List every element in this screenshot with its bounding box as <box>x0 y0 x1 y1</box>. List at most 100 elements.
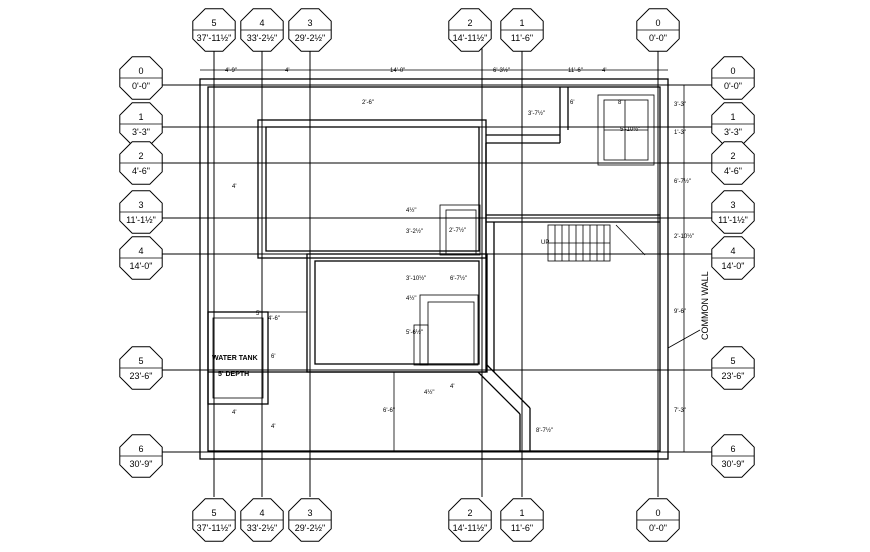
grid-bubble-top-1-number: 1 <box>519 18 524 28</box>
grid-bubbles: 537'-11½"433'-2½"329'-2½"214'-11½"111'-6… <box>119 8 755 542</box>
grid-bubble-right-2: 24'-6" <box>711 141 755 185</box>
grid-bubble-top-5-dimension: 37'-11½" <box>197 33 232 43</box>
water-tank: WATER TANK 5' DEPTH <box>207 311 269 405</box>
grid-bubble-bottom-4-number: 4 <box>259 508 264 518</box>
svg-text:6'-6": 6'-6" <box>383 408 395 414</box>
svg-text:5'-6½": 5'-6½" <box>406 329 423 336</box>
svg-text:6'-7½": 6'-7½" <box>450 275 467 282</box>
grid-bubble-right-3-number: 3 <box>730 200 735 210</box>
grid-bubble-top-4: 433'-2½" <box>240 8 284 52</box>
grid-bubble-top-1-dimension: 11'-6" <box>511 33 533 43</box>
grid-bubble-left-6-dimension: 30'-9" <box>130 459 153 469</box>
svg-text:1'-3": 1'-3" <box>674 130 686 136</box>
grid-bubble-bottom-1-dimension: 11'-6" <box>511 523 533 533</box>
grid-bubble-bottom-2-dimension: 14'-11½" <box>453 523 488 533</box>
grid-bubble-top-3: 329'-2½" <box>288 8 332 52</box>
depth-label: 5' DEPTH <box>218 371 249 378</box>
grid-bubble-right-2-dimension: 4'-6" <box>724 166 742 176</box>
grid-bubble-top-0-number: 0 <box>655 18 660 28</box>
grid-bubble-top-2-dimension: 14'-11½" <box>453 33 488 43</box>
grid-bubble-right-4-number: 4 <box>730 246 735 256</box>
grid-bubble-bottom-5: 5 37'-11½" <box>192 498 236 542</box>
grid-bubble-top-5: 5 37'-11½" <box>192 8 236 52</box>
grid-bubble-bottom-5-number: 5 <box>211 508 216 518</box>
grid-bubble-right-3-dimension: 11'-1½" <box>718 215 748 225</box>
grid-bubble-left-2-dimension: 4'-6" <box>132 166 150 176</box>
grid-bubble-left-0: 00'-0" <box>119 56 163 100</box>
svg-text:7'-3": 7'-3" <box>674 408 686 414</box>
water-tank-label: WATER TANK <box>212 355 258 362</box>
grid-bubble-left-5: 5 23'-6" <box>119 346 163 390</box>
gridlines <box>160 43 715 497</box>
top-dimension: 4'-9" 4' 14'-0" 6'-3½" 11'-6" 4' <box>200 67 668 74</box>
grid-bubble-left-1-number: 1 <box>138 112 143 122</box>
grid-bubble-bottom-4-dimension: 33'-2½" <box>247 523 277 533</box>
grid-bubble-bottom-3-dimension: 29'-2½" <box>295 523 325 533</box>
grid-bubble-left-4: 414'-0" <box>119 236 163 280</box>
grid-bubble-bottom-2: 2 14'-11½" <box>448 498 492 542</box>
grid-bubble-bottom-0-number: 0 <box>655 508 660 518</box>
grid-bubble-left-3-dimension: 11'-1½" <box>126 215 156 225</box>
grid-bubble-left-2-number: 2 <box>138 151 143 161</box>
svg-text:3'-10½": 3'-10½" <box>406 275 426 282</box>
grid-bubble-bottom-5-dimension: 37'-11½" <box>197 523 232 533</box>
grid-bubble-right-1-number: 1 <box>730 112 735 122</box>
common-wall: COMMON WALL <box>667 85 710 452</box>
svg-text:4'-9": 4'-9" <box>225 68 237 74</box>
svg-text:3'-2½": 3'-2½" <box>406 228 423 235</box>
svg-text:2'-10½": 2'-10½" <box>674 233 694 240</box>
staircase: UP <box>541 224 646 262</box>
grid-bubble-top-2-number: 2 <box>467 18 472 28</box>
grid-bubble-right-6: 6 30'-9" <box>711 434 755 478</box>
svg-text:11'-6": 11'-6" <box>568 68 583 74</box>
svg-text:4': 4' <box>271 424 275 430</box>
svg-text:2'-7½": 2'-7½" <box>449 227 466 234</box>
grid-bubble-left-5-dimension: 23'-6" <box>130 371 153 381</box>
grid-bubble-bottom-1-number: 1 <box>519 508 524 518</box>
svg-text:8'-7½": 8'-7½" <box>536 427 553 434</box>
grid-bubble-left-2: 2 4'-6" <box>119 141 163 185</box>
svg-text:4': 4' <box>232 410 236 416</box>
svg-text:4'-6": 4'-6" <box>268 316 280 322</box>
grid-bubble-top-4-number: 4 <box>259 18 264 28</box>
grid-bubble-bottom-2-number: 2 <box>467 508 472 518</box>
svg-text:5'-10½": 5'-10½" <box>620 126 640 133</box>
grid-bubble-right-5-dimension: 23'-6" <box>722 371 745 381</box>
grid-bubble-left-1-dimension: 3'-3" <box>132 127 150 137</box>
grid-bubble-right-6-number: 6 <box>730 444 735 454</box>
grid-bubble-left-3-number: 3 <box>138 200 143 210</box>
svg-text:2'-6": 2'-6" <box>362 100 374 106</box>
grid-bubble-bottom-3: 3 29'-2½" <box>288 498 332 542</box>
grid-bubble-right-4-dimension: 14'-0" <box>722 261 745 271</box>
grid-bubble-right-1: 1 3'-3" <box>711 102 755 146</box>
svg-text:4½": 4½" <box>424 389 434 396</box>
grid-bubble-bottom-0-dimension: 0'-0" <box>649 523 667 533</box>
svg-text:6'-7½": 6'-7½" <box>674 178 691 185</box>
grid-bubble-left-4-dimension: 14'-0" <box>130 261 153 271</box>
grid-bubble-left-6: 630'-9" <box>119 434 163 478</box>
svg-text:5': 5' <box>256 311 260 317</box>
common-wall-label: COMMON WALL <box>700 271 710 340</box>
grid-bubble-right-1-dimension: 3'-3" <box>724 127 742 137</box>
grid-bubble-top-5-number: 5 <box>211 18 216 28</box>
right-dimensions: 3'-3" 1'-3" 6'-7½" 2'-10½" 9'-6" 7'-3" <box>674 102 694 414</box>
grid-bubble-right-0-number: 0 <box>730 66 735 76</box>
grid-bubble-top-1: 1 11'-6" <box>500 8 544 52</box>
svg-text:8': 8' <box>618 100 622 106</box>
svg-text:6': 6' <box>271 354 275 360</box>
svg-text:14'-0": 14'-0" <box>390 68 405 74</box>
svg-text:4': 4' <box>285 68 289 74</box>
grid-bubble-top-3-dimension: 29'-2½" <box>295 33 325 43</box>
grid-bubble-left-3: 3 11'-1½" <box>119 190 163 234</box>
grid-bubble-bottom-4: 4 33'-2½" <box>240 498 284 542</box>
grid-bubble-right-6-dimension: 30'-9" <box>722 459 745 469</box>
svg-text:4': 4' <box>602 68 606 74</box>
grid-bubble-bottom-3-number: 3 <box>307 508 312 518</box>
grid-bubble-left-0-number: 0 <box>138 66 143 76</box>
svg-text:6': 6' <box>570 100 574 106</box>
grid-bubble-bottom-0: 0 0'-0" <box>636 498 680 542</box>
grid-bubble-left-5-number: 5 <box>138 356 143 366</box>
svg-text:4': 4' <box>232 184 236 190</box>
grid-bubble-right-0: 00'-0" <box>711 56 755 100</box>
